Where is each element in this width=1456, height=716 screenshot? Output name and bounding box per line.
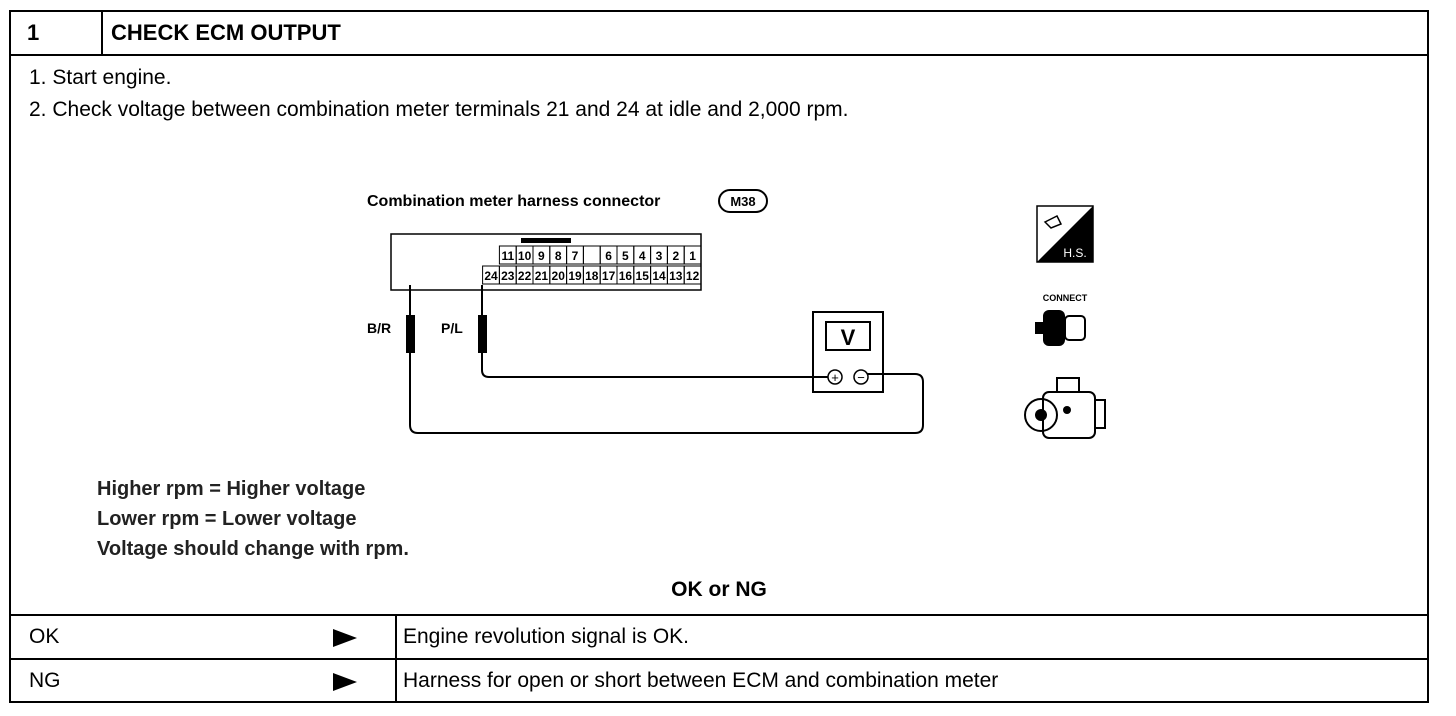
- connector-key-notch: [521, 238, 571, 243]
- terminal-23: 23: [501, 269, 515, 283]
- step-title: CHECK ECM OUTPUT: [111, 20, 341, 45]
- terminal-14: 14: [652, 269, 666, 283]
- step-number: 1: [11, 12, 103, 54]
- instruction-1: 1. Start engine.: [29, 66, 172, 89]
- terminal-4: 4: [639, 249, 646, 263]
- terminal-17: 17: [602, 269, 616, 283]
- arrow-right-icon: [333, 673, 357, 691]
- terminal-2: 2: [672, 249, 679, 263]
- instruction-2: 2. Check voltage between combination met…: [29, 98, 849, 121]
- terminal-19: 19: [568, 269, 582, 283]
- voltmeter-display: [825, 321, 871, 351]
- lead-positive: [481, 353, 829, 378]
- hs-icon-label: H.S.: [1063, 246, 1086, 260]
- terminal-13: 13: [669, 269, 683, 283]
- ok-or-ng-label: OK or NG: [671, 578, 767, 601]
- voltmeter-plus-terminal: [827, 369, 843, 385]
- terminal-cell: [683, 245, 702, 265]
- voltmeter: [812, 311, 884, 393]
- voltmeter-plus-sign: +: [831, 370, 839, 385]
- voltmeter-minus-terminal: [853, 369, 869, 385]
- procedure-sheet: 1 CHECK ECM OUTPUT 1. Start engine. 2. C…: [9, 10, 1429, 703]
- note-higher-rpm: Higher rpm = Higher voltage: [97, 478, 366, 500]
- terminal-7: 7: [572, 249, 579, 263]
- arrow-right-icon: [333, 629, 357, 647]
- terminal-18: 18: [585, 269, 599, 283]
- probe-right: [478, 315, 487, 353]
- connect-icon: CONNECT: [1035, 293, 1088, 346]
- terminal-6: 6: [605, 249, 612, 263]
- result-text-ok: Engine revolution signal is OK.: [403, 625, 689, 648]
- probe-right-label: P/L: [441, 320, 463, 336]
- terminal-15: 15: [636, 269, 650, 283]
- connector-diagram: Combination meter harness connector M38 …: [367, 189, 1106, 439]
- result-label-ng: NG: [29, 669, 61, 692]
- connector-id: M38: [730, 194, 755, 209]
- voltmeter-symbol: V: [841, 325, 856, 350]
- terminal-cell: [683, 265, 702, 285]
- result-row-ng: NG Harness for open or short between ECM…: [11, 658, 1427, 702]
- hs-icon: H.S.: [1036, 205, 1094, 263]
- terminal-10: 10: [518, 249, 532, 263]
- step-header: 1 CHECK ECM OUTPUT: [11, 12, 1427, 56]
- probe-left-label: B/R: [367, 320, 391, 336]
- lead-negative: [409, 353, 924, 434]
- terminal-5: 5: [622, 249, 629, 263]
- terminal-9: 9: [538, 249, 545, 263]
- terminal-16: 16: [619, 269, 633, 283]
- terminal-3: 3: [656, 249, 663, 263]
- connector-id-badge: [718, 189, 768, 213]
- connect-icon-label: CONNECT: [1043, 293, 1088, 303]
- terminal-20: 20: [552, 269, 566, 283]
- terminal-12: 12: [686, 269, 700, 283]
- result-label-ok: OK: [29, 625, 60, 648]
- terminal-8: 8: [555, 249, 562, 263]
- note-lower-rpm: Lower rpm = Lower voltage: [97, 508, 357, 530]
- terminal-1: 1: [689, 249, 696, 263]
- terminal-21: 21: [535, 269, 549, 283]
- voltmeter-minus-sign: −: [857, 370, 865, 385]
- terminal-24: 24: [484, 269, 498, 283]
- result-text-ng: Harness for open or short between ECM an…: [403, 669, 999, 692]
- note-voltage-change: Voltage should change with rpm.: [97, 538, 409, 560]
- terminal-cell: [582, 245, 601, 265]
- result-row-ok: OK Engine revolution signal is OK.: [11, 614, 1427, 658]
- engine-icon: [1024, 377, 1106, 439]
- connector-label: Combination meter harness connector: [367, 193, 660, 210]
- probe-left: [406, 315, 415, 353]
- terminal-22: 22: [518, 269, 532, 283]
- terminal-11: 11: [501, 249, 514, 263]
